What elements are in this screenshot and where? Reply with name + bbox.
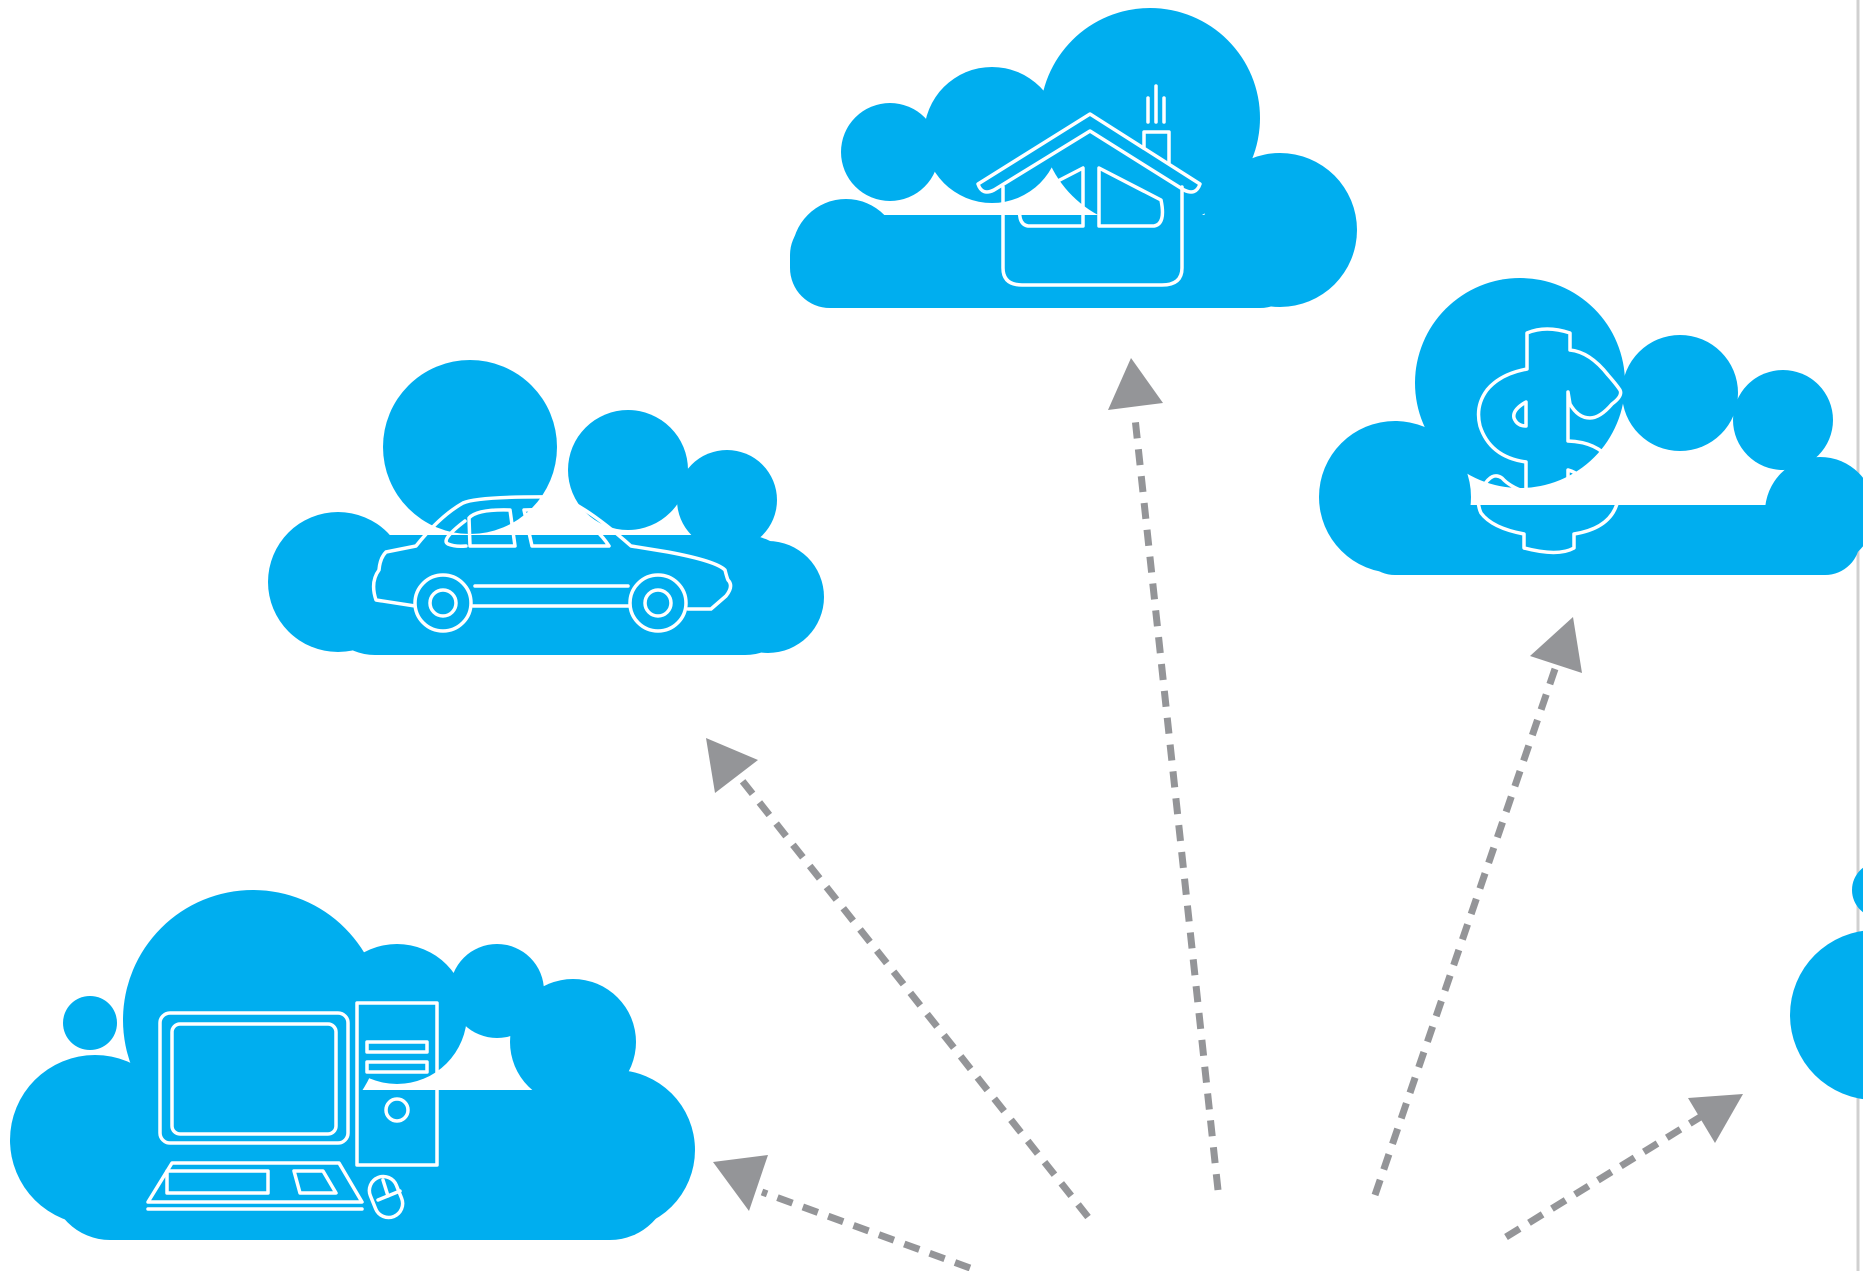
cloud-computer <box>10 890 695 1240</box>
cloud-money <box>1319 278 1863 575</box>
house-icon <box>976 84 1202 287</box>
arrow-to-partial-right <box>1504 1094 1743 1240</box>
arrow-to-house <box>1108 358 1222 1191</box>
cloud-partial-right-shape <box>1790 867 1863 1100</box>
arrow-to-computer <box>713 1155 972 1271</box>
cloud-house-shape <box>790 8 1357 308</box>
computer-icon <box>146 1001 439 1220</box>
cloud-car <box>268 360 824 655</box>
cloud-house <box>790 8 1357 308</box>
arrow-to-car <box>706 738 1091 1220</box>
dollar-icon <box>1476 327 1623 555</box>
car-icon <box>371 495 733 633</box>
cloud-car-shape <box>268 360 824 655</box>
arrow-to-money <box>1371 617 1582 1197</box>
cloud-partial-right <box>1790 867 1863 1100</box>
cloud-money-shape <box>1319 278 1863 575</box>
